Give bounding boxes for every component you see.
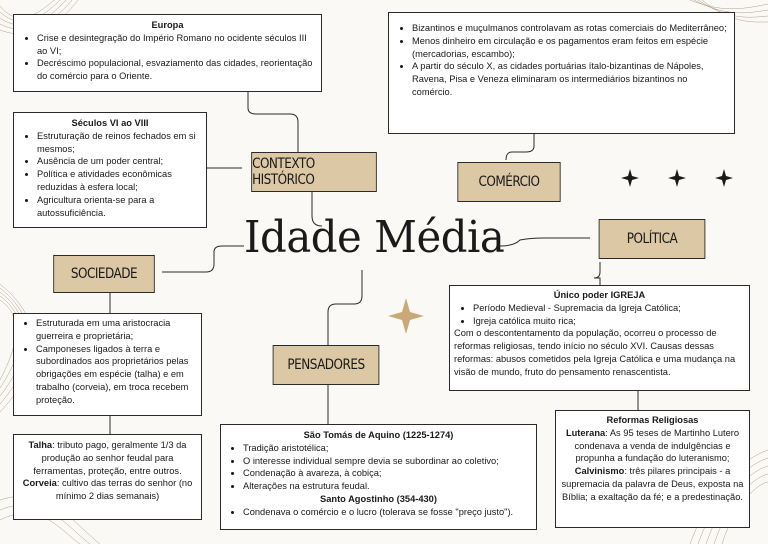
list-item: Condenação à avareza, à cobiça; [243,467,531,480]
reformas-calvinismo: Calvinismo: três pilares principais - a … [559,465,746,503]
luterana-label: Luterana [566,428,605,438]
topic-politica: POLÍTICA [599,219,706,259]
europa-title: Europa [20,19,315,32]
list-item: Bizantinos e muçulmanos controlavam as r… [412,22,728,35]
seculos-box: Séculos VI ao VIII Estruturação de reino… [13,112,207,228]
reformas-luterana: Luterana: As 95 teses de Martinho Lutero… [559,427,746,465]
list-item: Crise e desintegração do Império Romano … [37,32,315,58]
politica-title: Único poder IGREJA [454,289,745,302]
calvinismo-label: Calvinismo [575,466,625,476]
seculos-list: Estruturação de reinos fechados em si me… [20,130,200,220]
list-item: Estruturada em uma aristocracia guerreir… [36,317,196,343]
pensadores-box: São Tomás de Aquino (1225-1274) Tradição… [220,424,537,530]
list-item: Ausência de um poder central; [37,155,200,168]
list-item: Estruturação de reinos fechados em si me… [37,130,200,156]
topic-comercio: COMÉRCIO [457,162,560,202]
list-item: Camponeses ligados à terra e subordinado… [36,343,196,407]
talha-box: Talha: tributo pago, geralmente 1/3 da p… [13,434,202,520]
comercio-list: Bizantinos e muçulmanos controlavam as r… [395,22,728,99]
topic-sociedade: SOCIEDADE [53,255,154,293]
reformas-box: Reformas Religiosas Luterana: As 95 tese… [555,410,750,528]
list-item: Tradição aristotélica; [243,442,531,455]
list-item: Decréscimo populacional, esvaziamento da… [37,57,315,83]
list-item: Política e atividades econômicas reduzid… [37,168,200,194]
talha-def: Talha: tributo pago, geralmente 1/3 da p… [20,439,195,477]
sparkle-icon [668,169,686,187]
topic-contexto-historico: CONTEXTO HISTÓRICO [251,152,377,192]
corveia-text: : cultivo das terras do senhor (no mínim… [56,478,192,501]
seculos-title: Séculos VI ao VIII [20,117,200,130]
list-item: Menos dinheiro em circulação e os pagame… [412,35,728,61]
list-item: Alterações na estrutura feudal. [243,480,531,493]
list-item: Agricultura orienta-se para a autossufic… [37,194,200,220]
comercio-box: Bizantinos e muçulmanos controlavam as r… [388,12,735,134]
reformas-title: Reformas Religiosas [559,414,746,427]
corveia-def: Corveia: cultivo das terras do senhor (n… [20,477,195,503]
main-title: Idade Média [244,212,504,263]
topic-pensadores: PENSADORES [273,345,380,385]
list-item: Igreja católica muito rica; [473,315,745,328]
talha-label: Talha [29,440,53,450]
agostinho-list: Condenava o comércio e o lucro (tolerava… [226,506,531,519]
politica-list: Período Medieval - Supremacia da Igreja … [454,302,745,328]
sociedade-list: Estruturada em uma aristocracia guerreir… [19,317,196,407]
politica-text: Com o descontentamento da população, oco… [454,327,745,378]
sparkle-icon [715,169,733,187]
list-item: O interesse individual sempre devia se s… [243,455,531,468]
agostinho-title: Santo Agostinho (354-430) [226,493,531,506]
sparkle-icon [388,298,424,334]
europa-list: Crise e desintegração do Império Romano … [20,32,315,83]
europa-box: Europa Crise e desintegração do Império … [13,14,322,92]
talha-text: : tributo pago, geralmente 1/3 da produç… [33,440,186,476]
list-item: Período Medieval - Supremacia da Igreja … [473,302,745,315]
corveia-label: Corveia [23,478,57,488]
sociedade-box: Estruturada em uma aristocracia guerreir… [13,313,202,416]
tomas-title: São Tomás de Aquino (1225-1274) [226,429,531,442]
sparkle-icon [621,169,639,187]
list-item: Condenava o comércio e o lucro (tolerava… [243,506,531,519]
tomas-list: Tradição aristotélica; O interesse indiv… [226,442,531,493]
list-item: A partir do século X, as cidades portuár… [412,60,728,98]
politica-box: Único poder IGREJA Período Medieval - Su… [449,285,750,391]
